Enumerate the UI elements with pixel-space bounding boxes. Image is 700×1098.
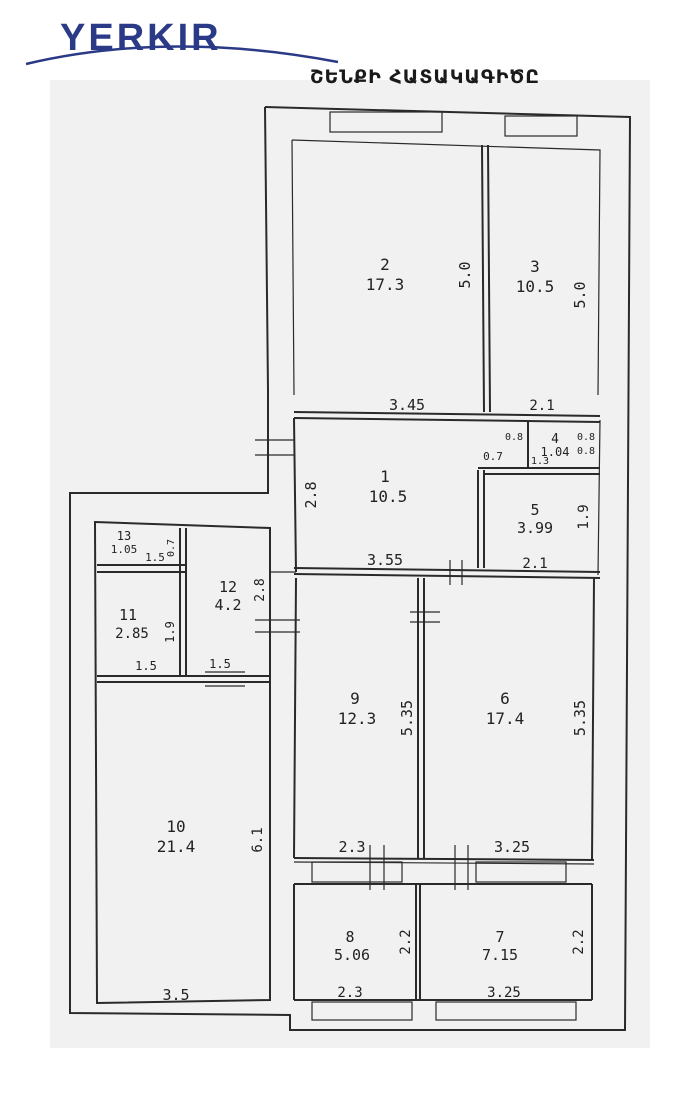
room-10-number: 10 [166, 817, 185, 836]
document-title: ՇԵՆՔԻ ՀԱՏԱԿԱԳԻԾԸ [310, 66, 540, 88]
room-8-number: 8 [345, 928, 354, 946]
dim-room7-height: 2.2 [571, 929, 587, 954]
brand-logo: YERKIR [60, 17, 222, 59]
room-12-area: 4.2 [214, 596, 241, 614]
dim-bottom-left: 2.3 [337, 985, 362, 1001]
room-1-area: 10.5 [369, 487, 408, 506]
dim-room12-width: 1.5 [209, 657, 231, 671]
dim-room12-height: 2.8 [253, 578, 268, 601]
room-7-number: 7 [495, 928, 504, 946]
dim-bottom-right: 3.25 [487, 985, 521, 1001]
dim-corridor-top-left: 3.45 [389, 396, 425, 414]
dim-room4-d1: 0.8 [505, 432, 523, 443]
dim-mid-left: 3.55 [367, 551, 403, 569]
dim-room1-height: 2.8 [302, 481, 320, 508]
dim-room11-height: 1.9 [163, 621, 177, 643]
room-3-area: 10.5 [516, 277, 555, 296]
room-2-number: 2 [380, 255, 390, 274]
room-11-number: 11 [119, 606, 137, 624]
room-9-area: 12.3 [338, 709, 377, 728]
room-7-area: 7.15 [482, 946, 518, 964]
dim-room5-height: 1.9 [576, 504, 592, 529]
room-13-area: 1.05 [111, 543, 138, 556]
dim-room2-height: 5.0 [456, 261, 474, 288]
room-6-area: 17.4 [486, 709, 525, 728]
dim-0-7: 0.7 [483, 450, 503, 463]
room-6-number: 6 [500, 689, 510, 708]
dim-lower-left: 2.3 [338, 838, 365, 856]
dim-room10-width: 3.5 [162, 986, 189, 1004]
dim-room11-width: 1.5 [135, 659, 157, 673]
room-5-number: 5 [530, 501, 539, 519]
dim-room4-d3: 0.8 [577, 446, 595, 457]
room-3-number: 3 [530, 257, 540, 276]
room-9-number: 9 [350, 689, 360, 708]
yerkir-logo-arc [25, 45, 339, 66]
room-1-number: 1 [380, 467, 390, 486]
room-4-number: 4 [551, 432, 559, 447]
room-4-area: 1.04 [541, 445, 570, 459]
dim-room10-height: 6.1 [250, 827, 266, 852]
dim-mid-right: 2.1 [522, 556, 547, 572]
room-2-area: 17.3 [366, 275, 405, 294]
room-8-area: 5.06 [334, 946, 370, 964]
dim-room13-height: 0.7 [166, 539, 177, 557]
dim-room4-d4: 1.3 [531, 456, 549, 467]
room-10-area: 21.4 [157, 837, 196, 856]
dim-room13-width: 1.5 [145, 551, 165, 564]
dim-room6-height: 5.35 [571, 700, 589, 736]
dim-room9-height: 5.35 [398, 700, 416, 736]
dim-room3-height: 5.0 [571, 281, 589, 308]
room-13-number: 13 [117, 529, 131, 543]
dim-lower-right: 3.25 [494, 838, 530, 856]
room-5-area: 3.99 [517, 519, 553, 537]
dim-room8-height: 2.2 [398, 929, 414, 954]
room-12-number: 12 [219, 578, 237, 596]
room-11-area: 2.85 [115, 626, 149, 642]
dim-corridor-top-right: 2.1 [529, 398, 554, 414]
dim-room4-d2: 0.8 [577, 432, 595, 443]
